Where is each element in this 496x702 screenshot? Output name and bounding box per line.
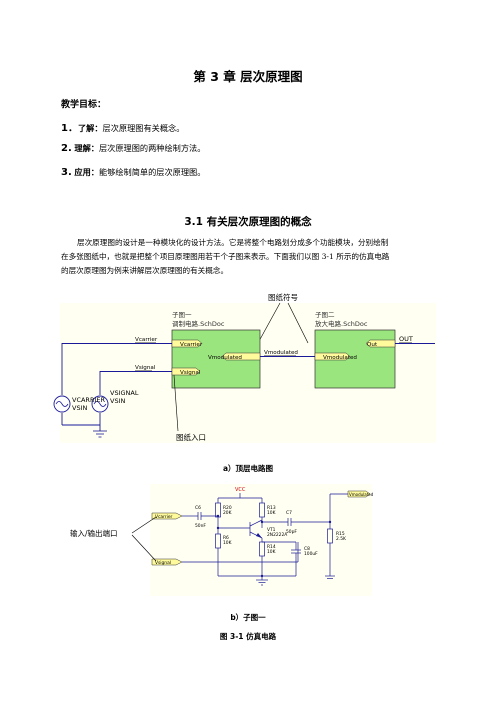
annotation-io-port: 输入/输出端口 [70, 528, 118, 538]
ground-icon [93, 430, 107, 438]
subsheet-schematic: VCC R20 20K R13 10K C7 50pF C6 50nF R6 1… [70, 484, 374, 596]
sheet1-title: 子图一 [172, 311, 192, 319]
sheet2-file: 放大电路.SchDoc [315, 319, 368, 328]
r20-ref: R20 [223, 505, 232, 511]
top-level-schematic: 图纸符号 子图一 调制电路.SchDoc Vcarrier Vsignal Vm… [53, 292, 436, 443]
port-vsignal[interactable] [151, 558, 183, 566]
objective-item-3: 3. 应用：能够绘制简单的层次原理图。 [61, 167, 206, 178]
net-label-out: OUT [399, 335, 413, 343]
r6-ref: R6 [223, 535, 229, 541]
paragraph-line-3: 的层次原理图为例来讲解层次原理图的有关概念。 [61, 266, 229, 275]
r13-ref: R13 [267, 505, 276, 511]
net-label-vmodulated: Vmodulated [264, 350, 298, 356]
r6-value: 10K [223, 540, 232, 546]
vsignal-name: VSIGNAL [110, 389, 139, 397]
port-vcarrier[interactable] [151, 512, 183, 520]
r15-value: 2.5K [336, 536, 346, 542]
objective-item-2: 2. 理解：层次原理图的两种绘制方法。 [61, 143, 206, 154]
vcc-label: VCC [235, 487, 246, 493]
vt1-ref: VT1 [267, 527, 276, 533]
sheet1-port-vsignal: Vsignal [180, 370, 201, 376]
c7-value: 50pF [286, 529, 297, 535]
section-heading: 3.1 有关层次原理图的概念 [184, 216, 312, 228]
paragraph-line-1: 层次原理图的设计是一种模块化的设计方法。它是将整个电路划分成多个功能模块，分别绘… [77, 238, 389, 247]
c6-value: 50nF [195, 523, 206, 529]
vcarrier-name: VCARRIER [72, 396, 105, 404]
sheet1-port-vcarrier: Vcarrier [180, 342, 203, 348]
port-vcarrier-label: Vcarrier [155, 514, 173, 520]
r14-ref: R14 [267, 544, 276, 550]
sheet2-port-vmodulated: Vmodulated [323, 355, 357, 361]
sheet1-port-vmodulated: Vmodulated [208, 355, 242, 361]
vcarrier-type: VSIN [72, 404, 87, 412]
c6-ref: C6 [195, 505, 201, 511]
vt1-value: 2N2222A [267, 532, 287, 538]
c8-value: 100uF [304, 551, 318, 557]
c8-ref: C8 [304, 546, 310, 552]
chapter-title: 第 3 章 层次原理图 [193, 69, 303, 84]
sheet1-file: 调制电路.SchDoc [172, 319, 225, 328]
objective-item-1: 1．了解：层次原理图有关概念。 [61, 123, 185, 134]
objectives-heading: 教学目标： [61, 100, 107, 110]
annotation-sheet-entry: 图纸入口 [176, 432, 206, 442]
r20-value: 20K [223, 510, 232, 516]
r13-value: 10K [267, 510, 276, 516]
port-vmodulated-label: Vmodulated [349, 492, 374, 497]
annotation-sheet-symbol: 图纸符号 [268, 292, 298, 302]
r15-ref: R15 [336, 531, 345, 537]
paragraph-line-2: 在多张图纸中，也就是把整个项目原理图用若干个子图来表示。下面我们以图 3-1 所… [61, 252, 390, 261]
c7-ref: C7 [286, 510, 292, 516]
net-label-vcarrier: Vcarrier [135, 337, 158, 343]
port-vsignal-label: Vsignal [155, 560, 171, 566]
port-vmodulated[interactable] [347, 490, 371, 498]
r14-value: 10K [267, 549, 276, 555]
sheet2-title: 子图二 [315, 311, 335, 319]
vsignal-type: VSIN [110, 397, 125, 405]
net-label-vsignal: Vsignal [135, 365, 156, 371]
figure-caption: 图 3-1 仿真电路 [219, 632, 277, 641]
caption-b: b）子图一 [230, 613, 266, 622]
caption-a: a）顶层电路图 [222, 464, 274, 473]
sheet2-port-out: Out [367, 342, 378, 348]
